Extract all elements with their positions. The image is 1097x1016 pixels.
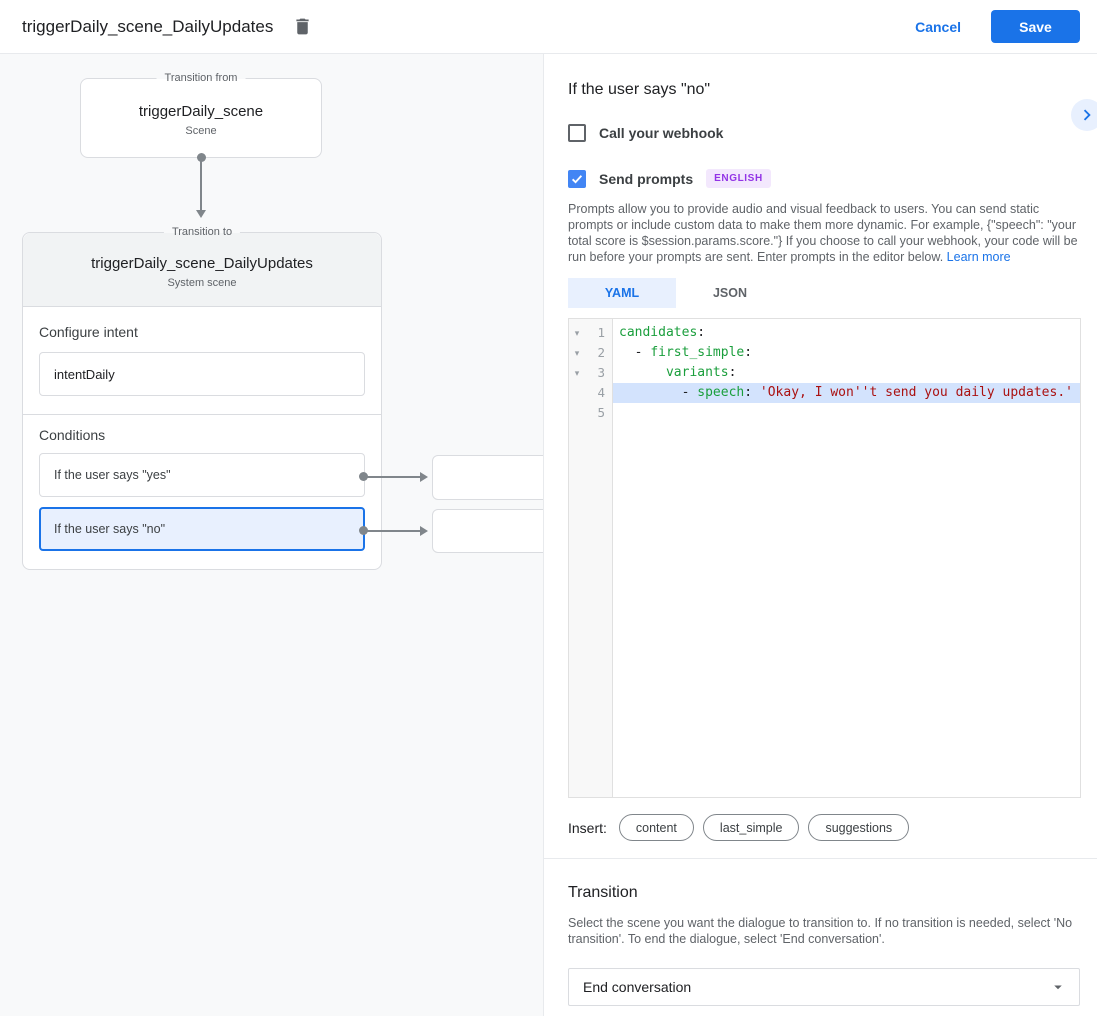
insert-toolbar: Insert: content last_simple suggestions	[568, 814, 1080, 841]
call-webhook-checkbox[interactable]	[568, 124, 586, 142]
language-badge: ENGLISH	[706, 169, 771, 188]
dropdown-caret-icon	[1049, 978, 1067, 996]
condition-title: If the user says "no"	[568, 81, 711, 98]
call-webhook-label: Call your webhook	[599, 125, 724, 141]
top-app-bar: triggerDaily_scene_DailyUpdates Cancel S…	[0, 0, 1097, 54]
code-line[interactable]	[613, 403, 1080, 423]
scene-diagram-canvas: Transition from triggerDaily_scene Scene…	[0, 54, 543, 1016]
insert-suggestions-button[interactable]: suggestions	[808, 814, 910, 841]
panel-content: If the user says "no" Call your webhook …	[544, 81, 1097, 841]
line-number: 1	[597, 325, 605, 340]
send-prompts-checkbox[interactable]	[568, 169, 586, 188]
connector-dot	[197, 153, 206, 162]
conditions-section: Conditions If the user says "yes" If the…	[23, 414, 381, 551]
insert-label: Insert:	[568, 819, 607, 836]
condition-label: If the user says "yes"	[54, 468, 171, 482]
configure-intent-section: Configure intent intentDaily	[23, 307, 381, 414]
from-scene-name: triggerDaily_scene	[138, 103, 264, 120]
delete-button[interactable]	[287, 12, 317, 42]
transition-to-node[interactable]: Transition to triggerDaily_scene_DailyUp…	[22, 225, 382, 570]
line-number: 5	[597, 405, 605, 420]
learn-more-link[interactable]: Learn more	[946, 250, 1011, 264]
scene-node-header: triggerDaily_scene_DailyUpdates System s…	[23, 233, 381, 307]
to-scene-type: System scene	[167, 277, 237, 289]
send-prompts-row: Send prompts ENGLISH	[568, 169, 1080, 188]
condition-if-user-says-yes[interactable]: If the user says "yes"	[39, 453, 365, 497]
prompts-description: Prompts allow you to provide audio and v…	[568, 201, 1080, 265]
insert-last-simple-button[interactable]: last_simple	[702, 814, 800, 841]
fold-arrow-icon[interactable]: ▾	[574, 368, 580, 378]
code-line[interactable]: variants:	[665, 365, 737, 380]
connector-dot	[359, 472, 368, 481]
line-number: 2	[597, 345, 605, 360]
editor-code[interactable]: candidates: - first_simple: variants: - …	[613, 319, 1080, 797]
transition-to-legend: Transition to	[163, 225, 241, 240]
from-scene-type: Scene	[185, 125, 217, 137]
intent-field[interactable]: intentDaily	[39, 352, 365, 396]
transition-from-node[interactable]: Transition from triggerDaily_scene Scene	[80, 71, 322, 158]
transition-target-box[interactable]	[432, 455, 543, 500]
intent-value: intentDaily	[54, 366, 115, 382]
transition-section: Transition Select the scene you want the…	[568, 884, 1080, 1006]
code-line[interactable]: - first_simple:	[619, 345, 753, 360]
editor-format-tabs: YAML JSON	[568, 278, 1080, 308]
connector-line	[366, 530, 420, 532]
trash-icon	[292, 16, 313, 37]
fold-arrow-icon[interactable]: ▾	[574, 348, 580, 358]
conditions-label: Conditions	[39, 427, 106, 443]
to-scene-name: triggerDaily_scene_DailyUpdates	[91, 255, 313, 272]
transition-from-legend: Transition from	[156, 71, 246, 86]
section-divider	[544, 858, 1097, 859]
fold-arrow-icon[interactable]: ▾	[574, 328, 580, 338]
transition-select[interactable]: End conversation	[568, 968, 1080, 1006]
collapse-panel-button[interactable]	[1071, 99, 1097, 131]
save-button[interactable]: Save	[991, 10, 1080, 43]
condition-detail-panel: If the user says "no" Call your webhook …	[543, 54, 1097, 1016]
prompts-description-text: Prompts allow you to provide audio and v…	[568, 202, 1078, 264]
cancel-button[interactable]: Cancel	[915, 18, 961, 35]
transition-target-box[interactable]	[432, 509, 543, 553]
arrowhead-right-icon	[420, 472, 428, 482]
transition-title: Transition	[568, 884, 638, 901]
transition-description: Select the scene you want the dialogue t…	[568, 916, 1073, 946]
condition-if-user-says-no[interactable]: If the user says "no"	[39, 507, 365, 551]
editor-gutter: ▾ 1 ▾ 2 ▾ 3 4 5	[569, 319, 613, 797]
configure-intent-label: Configure intent	[39, 324, 138, 340]
insert-content-button[interactable]: content	[618, 814, 694, 841]
connector-line	[200, 158, 202, 210]
checkmark-icon	[570, 172, 584, 186]
chevron-right-icon	[1076, 104, 1097, 126]
code-line[interactable]: candidates:	[619, 325, 706, 340]
transition-select-value: End conversation	[583, 979, 692, 995]
line-number: 3	[597, 365, 605, 380]
arrowhead-right-icon	[420, 526, 428, 536]
webhook-row: Call your webhook	[568, 124, 1080, 142]
connector-dot	[359, 526, 368, 535]
code-line[interactable]: - speech: 'Okay, I won''t send you daily…	[613, 383, 1080, 403]
line-number: 4	[597, 385, 605, 400]
tab-json[interactable]: JSON	[676, 278, 784, 308]
yaml-code-editor: ▾ 1 ▾ 2 ▾ 3 4 5 candidates: - first_simple: var…	[568, 318, 1081, 798]
arrowhead-down-icon	[196, 210, 206, 218]
tab-yaml[interactable]: YAML	[568, 278, 676, 308]
condition-label: If the user says "no"	[54, 522, 166, 536]
connector-line	[366, 476, 420, 478]
page-title: triggerDaily_scene_DailyUpdates	[22, 16, 274, 36]
send-prompts-label: Send prompts	[599, 170, 694, 187]
